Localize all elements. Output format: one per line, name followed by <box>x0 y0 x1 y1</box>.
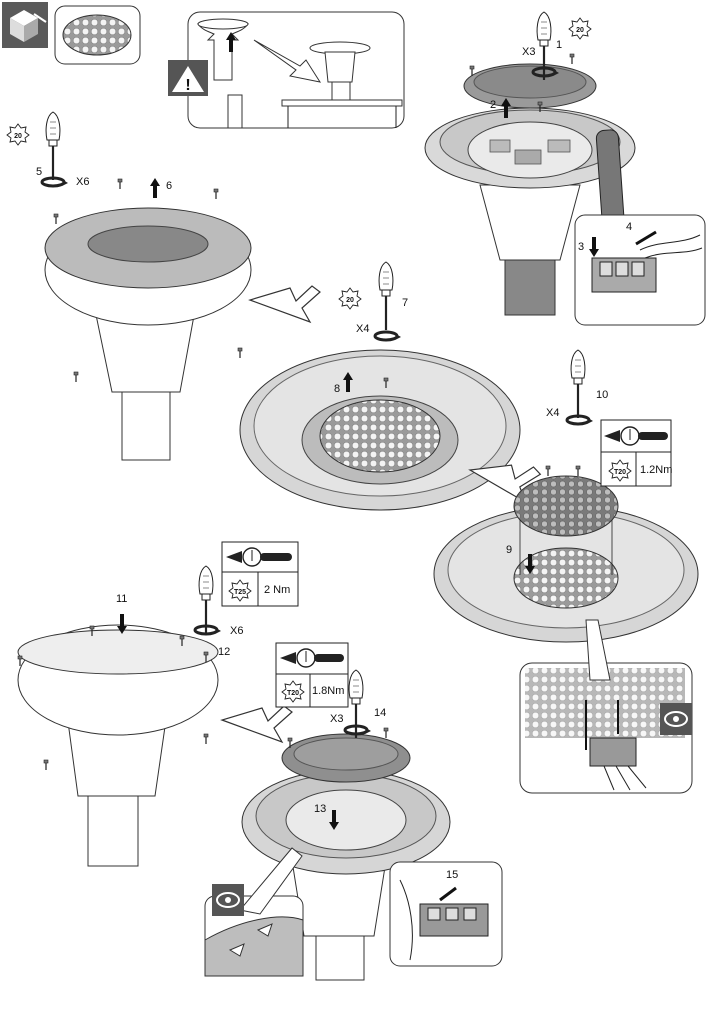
torx-bit-icon: 20 <box>6 123 30 146</box>
step-10-label: 10 <box>596 389 608 401</box>
screwdriver-icon <box>569 348 587 420</box>
torque-wrench-icon <box>604 426 668 446</box>
warning-symbol: ! <box>185 77 190 94</box>
lamp-head-left <box>44 207 252 461</box>
torque-value-left: 2 Nm <box>264 584 290 596</box>
multiplier-x3-top: X3 <box>522 46 535 58</box>
multiplier-x6-lower: X6 <box>230 625 243 637</box>
step-9-label: 9 <box>506 544 512 556</box>
torque-bit-left: T25 <box>234 589 246 596</box>
torque-wrench-icon <box>280 648 344 668</box>
multiplier-x3-lower: X3 <box>330 713 343 725</box>
multiplier-x4-mid: X4 <box>356 323 369 335</box>
lamp-body-right <box>433 475 699 643</box>
package-cube-icon <box>2 2 48 48</box>
lamp-close-cover <box>241 733 451 981</box>
multiplier-x6-left: X6 <box>76 176 89 188</box>
step-12-label: 12 <box>218 646 230 658</box>
bit-size-7: 20 <box>346 297 354 304</box>
step-14-label: 14 <box>374 707 386 719</box>
connector-detail-lower <box>389 861 503 967</box>
torque-bit-center: T20 <box>287 690 299 697</box>
step-6-label: 6 <box>166 180 172 192</box>
lamp-head-lower <box>17 624 219 867</box>
led-module-thumbnail <box>54 5 141 65</box>
torque-spec-right: T20 1.2Nm <box>600 419 672 487</box>
torque-bit-right: T20 <box>614 469 626 476</box>
step-13-label: 13 <box>314 803 326 815</box>
step-3-label: 3 <box>578 241 584 253</box>
eye-icon <box>212 884 244 916</box>
connector-detail-top <box>574 214 706 326</box>
step-4-label: 4 <box>626 221 632 233</box>
step-8-label: 8 <box>334 383 340 395</box>
screwdriver-icon <box>197 564 215 636</box>
lamp-body-center <box>239 349 521 511</box>
torque-value-right: 1.2Nm <box>640 464 672 476</box>
step-2-label: 2 <box>490 99 496 111</box>
torque-spec-left: T25 2 Nm <box>221 541 299 607</box>
warning-triangle-icon: ! <box>168 60 208 96</box>
screwdriver-icon <box>377 260 395 332</box>
warning-panel <box>187 11 405 129</box>
step-11-label: 11 <box>116 593 127 605</box>
step-5-label: 5 <box>36 166 42 178</box>
bit-size-5: 20 <box>14 133 22 140</box>
multiplier-x4-right: X4 <box>546 407 559 419</box>
torque-spec-center: T20 1.8Nm <box>275 642 349 708</box>
bit-size-1: 20 <box>576 27 584 34</box>
eye-icon <box>660 703 692 735</box>
torque-wrench-icon <box>226 547 292 567</box>
torx-bit-icon: 20 <box>568 17 592 40</box>
step-1-label: 1 <box>556 39 562 51</box>
torque-value-center: 1.8Nm <box>312 685 344 697</box>
torx-bit-icon: 20 <box>338 287 362 310</box>
screwdriver-icon <box>44 110 62 182</box>
lamp-open-cover <box>424 63 636 316</box>
step-7-label: 7 <box>402 297 408 309</box>
step-15-label: 15 <box>446 869 458 881</box>
